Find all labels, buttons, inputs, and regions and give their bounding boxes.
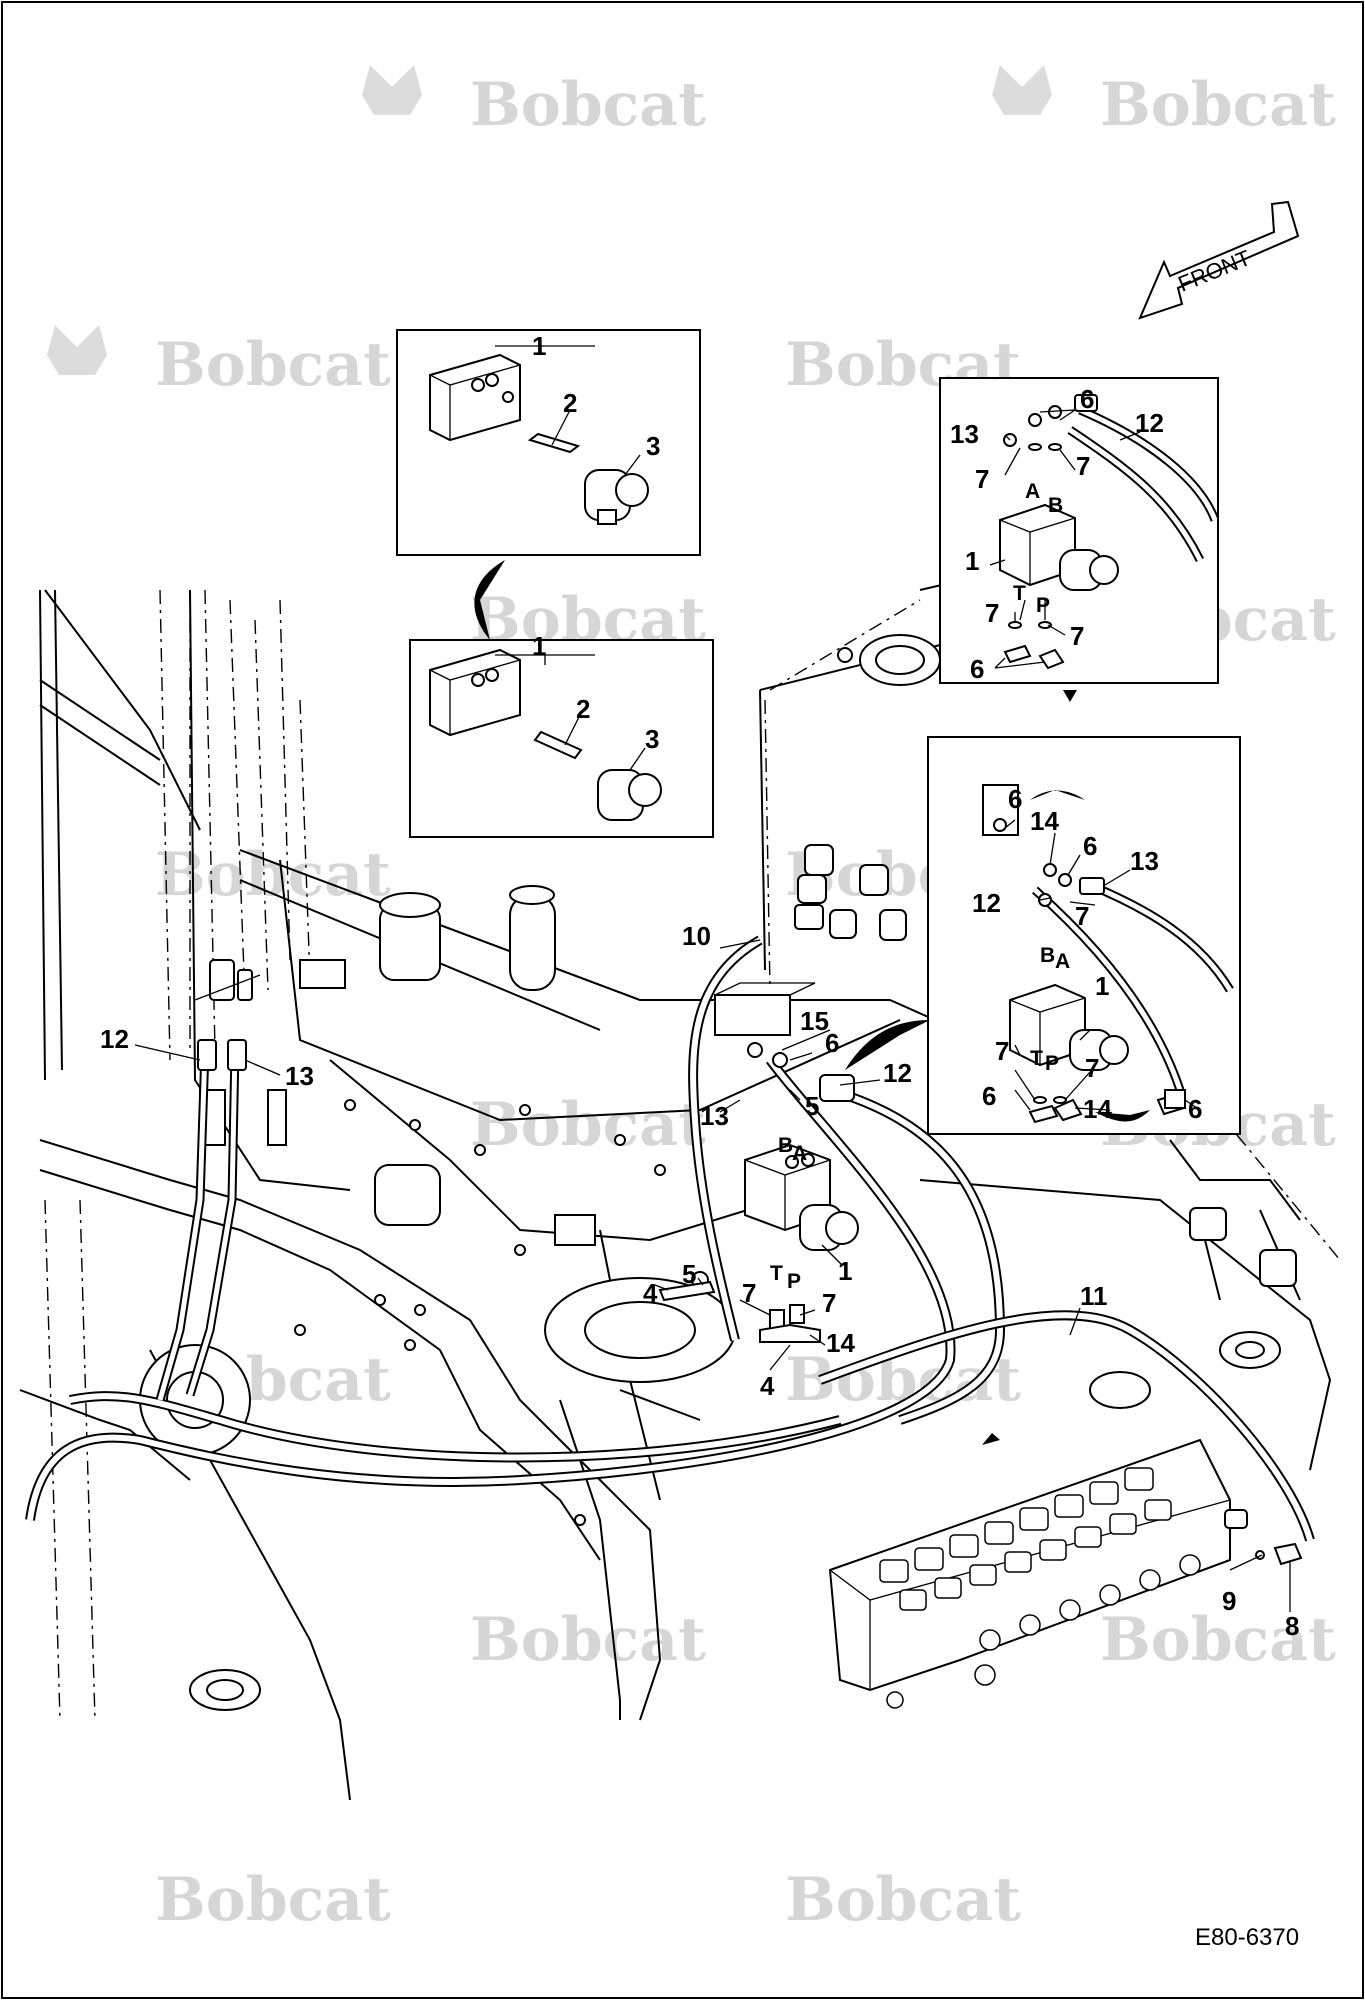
callout-7: 7 (1085, 1053, 1099, 1083)
machine-frame (19, 558, 1341, 1801)
callout-2: 2 (563, 388, 577, 418)
port-label-t: T (770, 1262, 783, 1285)
callout-5: 5 (682, 1259, 696, 1289)
callout-13: 13 (1130, 846, 1159, 876)
callout-7: 7 (1070, 621, 1084, 651)
down-arrow-icon (1063, 690, 1077, 702)
front-direction-arrow: FRONT (1138, 200, 1300, 320)
port-label-t: T (1030, 1047, 1043, 1070)
port-label-a: A (1055, 950, 1070, 973)
watermark-text: Bobcat (1100, 70, 1336, 140)
inset-link-arrow-icon (1030, 790, 1085, 800)
port-label-p: P (1036, 594, 1050, 617)
callout-3: 3 (646, 431, 660, 461)
inset-valve-exploded-a (396, 329, 701, 556)
port-label-a: A (792, 1142, 807, 1165)
callout-8: 8 (1285, 1611, 1299, 1641)
watermark-text: Bobcat (470, 70, 706, 140)
inset-link-arrow-icon (1095, 1110, 1150, 1122)
front-arrow-icon (1138, 200, 1300, 320)
bobcat-logo-icon (47, 325, 107, 375)
inset-link-arrow-icon (982, 1433, 1000, 1445)
port-label-b: B (778, 1134, 793, 1157)
callout-1: 1 (965, 546, 979, 576)
callout-7: 7 (985, 598, 999, 628)
callout-14: 14 (826, 1328, 855, 1358)
watermark-text: Bobcat (785, 1865, 1021, 1935)
callout-6: 6 (1008, 784, 1022, 814)
callout-10: 10 (682, 921, 711, 951)
port-label-p: P (787, 1270, 801, 1293)
callouts: 1 2 3 1 2 3 6 12 13 7 7 A B 1 T P 7 7 6 … (100, 331, 1299, 1641)
watermark-text: Bobcat (1100, 1605, 1336, 1675)
main-solenoid-valve (658, 844, 907, 1343)
watermark-text: Bobcat (470, 1605, 706, 1675)
callout-12: 12 (972, 888, 1001, 918)
callout-7: 7 (742, 1278, 756, 1308)
front-arrow-label: FRONT (1175, 245, 1255, 297)
port-label-p: P (1045, 1052, 1059, 1075)
callout-13: 13 (950, 419, 979, 449)
callout-7: 7 (975, 464, 989, 494)
callout-11: 11 (1080, 1281, 1108, 1311)
callout-6: 6 (1083, 831, 1097, 861)
watermark-text: Bobcat (155, 330, 391, 400)
callout-6: 6 (1080, 384, 1094, 414)
callout-15: 15 (800, 1006, 829, 1036)
callout-7: 7 (822, 1288, 836, 1318)
port-label-t: T (1013, 582, 1026, 605)
hydraulic-hoses (25, 935, 1315, 1542)
callout-13: 13 (700, 1101, 729, 1131)
callout-1: 1 (532, 331, 546, 361)
callout-7: 7 (1075, 901, 1089, 931)
control-valve-bank (828, 1438, 1303, 1709)
callout-12: 12 (883, 1058, 912, 1088)
bobcat-logo-icon (362, 65, 422, 115)
callout-7: 7 (995, 1036, 1009, 1066)
callout-2: 2 (576, 694, 590, 724)
inset-valve-exploded-b (409, 639, 714, 838)
callout-6: 6 (1188, 1094, 1202, 1124)
port-label-b: B (1040, 944, 1055, 967)
callout-9: 9 (1222, 1586, 1236, 1616)
inset-link-arrow-icon (474, 560, 505, 640)
inset-link-arrow-icon (845, 1020, 930, 1070)
callout-1: 1 (838, 1256, 852, 1286)
port-label-a: A (1025, 480, 1040, 503)
callout-1: 1 (1095, 971, 1109, 1001)
drawing-number: E80-6370 (1195, 1924, 1299, 1951)
bobcat-logo-icon (992, 65, 1052, 115)
callout-13: 13 (285, 1061, 314, 1091)
callout-4: 4 (643, 1278, 658, 1308)
callout-14: 14 (1030, 806, 1059, 836)
callout-6: 6 (825, 1028, 839, 1058)
inset-valve-detail-d (927, 736, 1241, 1135)
callout-3: 3 (645, 724, 659, 754)
callout-5: 5 (805, 1091, 819, 1121)
callout-12: 12 (100, 1024, 129, 1054)
inset-valve-detail-c (939, 377, 1220, 702)
callout-6: 6 (982, 1081, 996, 1111)
callout-12: 12 (1135, 408, 1164, 438)
callout-6: 6 (970, 654, 984, 684)
watermark-text: Bobcat (155, 840, 391, 910)
callout-1: 1 (532, 631, 546, 661)
callout-4: 4 (760, 1371, 775, 1401)
callout-14: 14 (1083, 1094, 1112, 1124)
watermark-text: Bobcat (470, 1090, 706, 1160)
leader-lines (134, 345, 1291, 1612)
callout-7: 7 (1076, 451, 1090, 481)
watermark-text: Bobcat (155, 1865, 391, 1935)
port-label-b: B (1048, 494, 1063, 517)
